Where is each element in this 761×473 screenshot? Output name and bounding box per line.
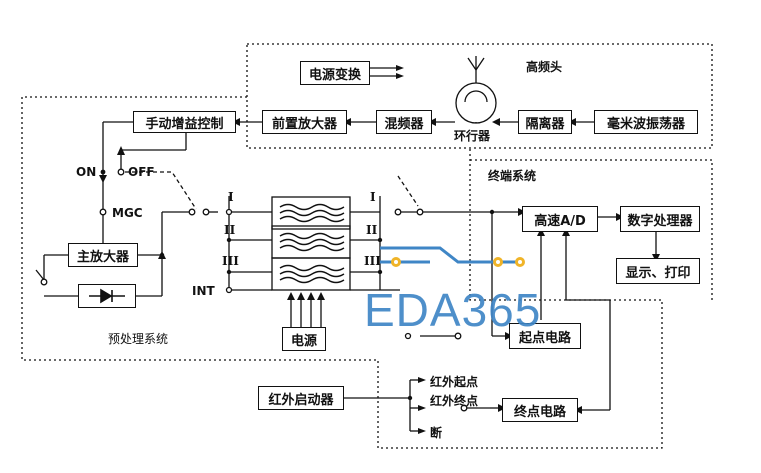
terminal-system-label: 终端系统 [488, 169, 537, 183]
ch2-in-label: II [224, 223, 236, 237]
start-circuit-label: 起点电路 [518, 330, 571, 346]
rf-head-boundary [246, 43, 713, 149]
on-label: ON [76, 165, 97, 179]
preamp-label: 前置放大器 [271, 116, 337, 132]
hs-adc-block: 高速A/D [522, 206, 598, 232]
circulator-label: 环行器 [454, 129, 491, 143]
main-amp-block: 主放大器 [68, 243, 138, 267]
off-label: OFF [128, 165, 155, 179]
end-circuit-label: 终点电路 [513, 404, 566, 420]
ch1-out-label: I [370, 190, 376, 204]
ch2-out-label: II [366, 223, 378, 237]
power-conversion-label: 电源变换 [308, 67, 361, 83]
terminal-boundary [470, 159, 713, 300]
manual-gain-block: 手动增益控制 [133, 111, 236, 133]
mgc-label: MGC [112, 206, 143, 220]
ir-starter-block: 红外启动器 [258, 386, 344, 410]
isolator-label: 隔离器 [525, 116, 565, 132]
mixer-label: 混频器 [384, 116, 424, 132]
display-print-block: 显示、打印 [616, 258, 700, 284]
main-amp-label: 主放大器 [76, 249, 129, 265]
diode-icon [89, 288, 125, 304]
isolator-block: 隔离器 [518, 110, 572, 134]
ir-start-label: 红外起点 [430, 375, 479, 389]
power-supply-block: 电源 [282, 327, 326, 351]
display-print-label: 显示、打印 [625, 265, 691, 281]
preprocess-boundary [21, 96, 663, 449]
mm-oscillator-block: 毫米波振荡器 [594, 110, 698, 134]
power-conversion-block: 电源变换 [300, 61, 370, 85]
preprocess-system-label: 预处理系统 [108, 332, 169, 346]
preamp-block: 前置放大器 [262, 110, 347, 134]
ch3-out-label: III [364, 254, 381, 268]
ir-end-label: 红外终点 [430, 394, 479, 408]
ch1-in-label: I [228, 190, 234, 204]
dsp-label: 数字处理器 [627, 213, 693, 229]
rf-head-label: 高频头 [526, 60, 563, 74]
watermark-text: EDA365 [364, 284, 542, 336]
mm-oscillator-label: 毫米波振荡器 [606, 116, 685, 132]
dsp-block: 数字处理器 [620, 206, 700, 232]
mixer-block: 混频器 [376, 110, 432, 134]
cut-label: 断 [430, 426, 443, 440]
start-circuit-block: 起点电路 [509, 323, 581, 349]
hs-adc-label: 高速A/D [534, 213, 586, 229]
ir-starter-label: 红外启动器 [268, 392, 334, 408]
detector-block [78, 284, 136, 308]
end-circuit-block: 终点电路 [502, 398, 578, 422]
ch3-in-label: III [222, 254, 239, 268]
manual-gain-label: 手动增益控制 [145, 116, 224, 132]
int-label: INT [192, 284, 215, 298]
power-supply-label: 电源 [290, 333, 317, 349]
watermark-logo-icon [380, 246, 520, 264]
